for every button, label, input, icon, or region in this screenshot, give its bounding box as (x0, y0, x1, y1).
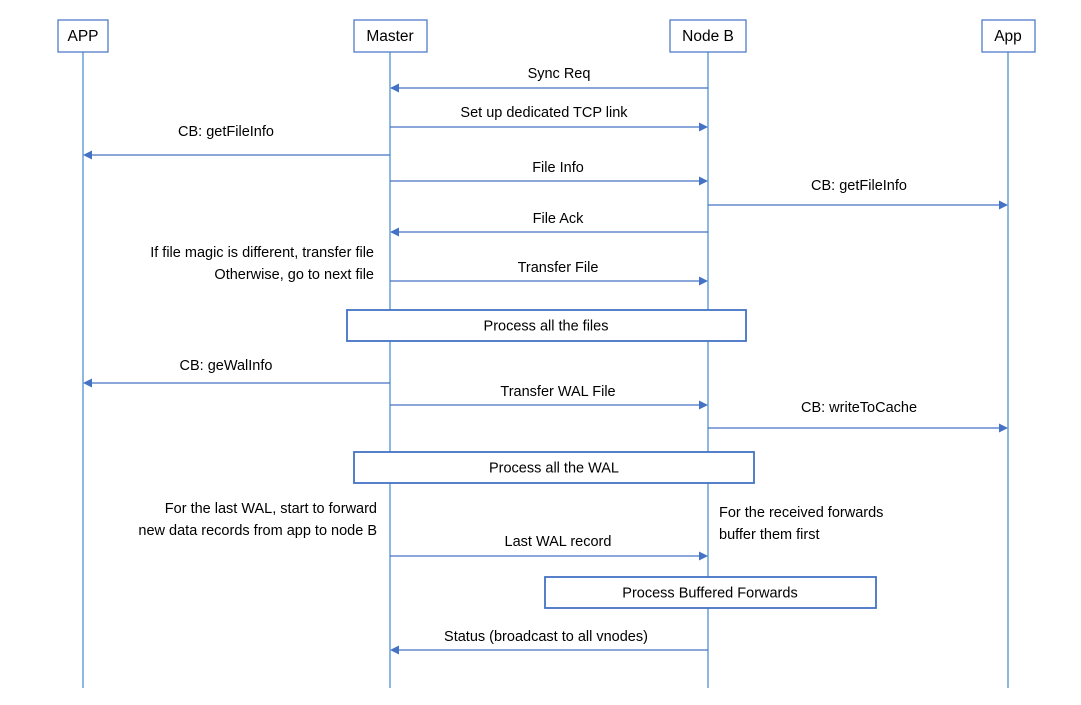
message-m2: Set up dedicated TCP link (390, 105, 708, 132)
lifeline-app_right: App (981, 19, 1036, 688)
activation-label-a3: Process Buffered Forwards (622, 586, 797, 602)
message-label-m3: CB: getFileInfo (178, 124, 274, 140)
lifeline-header-box-master[interactable] (353, 19, 428, 53)
note-line: For the last WAL, start to forward (165, 501, 377, 517)
arrow-head-icon-m2 (699, 122, 708, 132)
message-label-m8: CB: geWalInfo (180, 358, 273, 374)
note-line: Otherwise, go to next file (214, 267, 374, 283)
arrow-head-icon-m1 (390, 83, 399, 93)
activation-label-a2: Process all the WAL (489, 461, 619, 477)
activation-box-a2[interactable] (353, 451, 755, 484)
arrow-head-icon-m6 (390, 227, 399, 237)
message-label-m6: File Ack (533, 211, 585, 227)
message-label-m4: File Info (532, 160, 584, 176)
message-m6: File Ack (390, 211, 708, 237)
lifeline-master: Master (353, 19, 428, 688)
message-m11: Last WAL record (390, 534, 708, 561)
message-m9: Transfer WAL File (390, 384, 708, 410)
lifeline-app_left: APP (57, 19, 109, 688)
message-label-m9: Transfer WAL File (500, 384, 615, 400)
arrow-head-icon-m10 (999, 423, 1008, 433)
notes-layer: If file magic is different, transfer fil… (138, 245, 883, 543)
note-n2: For the last WAL, start to forward new da… (138, 501, 377, 539)
lifelines-layer: APP Master Node B App (57, 19, 1036, 688)
arrow-head-icon-m8 (83, 378, 92, 388)
message-label-m12: Status (broadcast to all vnodes) (444, 629, 648, 645)
activation-box-a3[interactable] (544, 576, 877, 609)
lifeline-header-box-app_right[interactable] (981, 19, 1036, 53)
lifeline-label-app_left: APP (67, 28, 98, 45)
lifeline-header-box-app_left[interactable] (57, 19, 109, 53)
message-m3: CB: getFileInfo (83, 124, 390, 160)
note-line: buffer them first (719, 527, 819, 543)
message-label-m2: Set up dedicated TCP link (460, 105, 628, 121)
arrow-head-icon-m4 (699, 176, 708, 186)
message-m8: CB: geWalInfo (83, 358, 390, 388)
activation-box-a1[interactable] (346, 309, 747, 342)
arrow-head-icon-m9 (699, 400, 708, 410)
activation-a1: Process all the files (346, 309, 747, 342)
note-n1: If file magic is different, transfer fil… (150, 245, 374, 283)
activation-a2: Process all the WAL (353, 451, 755, 484)
message-label-m5: CB: getFileInfo (811, 178, 907, 194)
message-label-m10: CB: writeToCache (801, 400, 917, 416)
message-m12: Status (broadcast to all vnodes) (390, 629, 708, 655)
lifeline-header-box-node_b[interactable] (669, 19, 747, 53)
lifeline-label-app_right: App (994, 28, 1022, 45)
activation-label-a1: Process all the files (484, 319, 609, 335)
note-line: For the received forwards (719, 505, 883, 521)
message-m5: CB: getFileInfo (708, 178, 1008, 210)
arrow-head-icon-m11 (699, 551, 708, 561)
note-n3: For the received forwards buffer them fir… (719, 505, 883, 543)
arrow-head-icon-m12 (390, 645, 399, 655)
lifeline-label-node_b: Node B (682, 28, 734, 45)
message-label-m11: Last WAL record (505, 534, 612, 550)
arrow-head-icon-m7 (699, 276, 708, 286)
note-line: If file magic is different, transfer fil… (150, 245, 374, 261)
arrow-head-icon-m3 (83, 150, 92, 160)
message-m1: Sync Req (390, 66, 708, 93)
activation-a3: Process Buffered Forwards (544, 576, 877, 609)
message-m4: File Info (390, 160, 708, 186)
message-m10: CB: writeToCache (708, 400, 1008, 433)
lifeline-label-master: Master (366, 28, 413, 45)
note-line: new data records from app to node B (138, 523, 377, 539)
message-label-m7: Transfer File (518, 260, 599, 276)
message-label-m1: Sync Req (528, 66, 591, 82)
message-m7: Transfer File (390, 260, 708, 286)
arrow-head-icon-m5 (999, 200, 1008, 210)
